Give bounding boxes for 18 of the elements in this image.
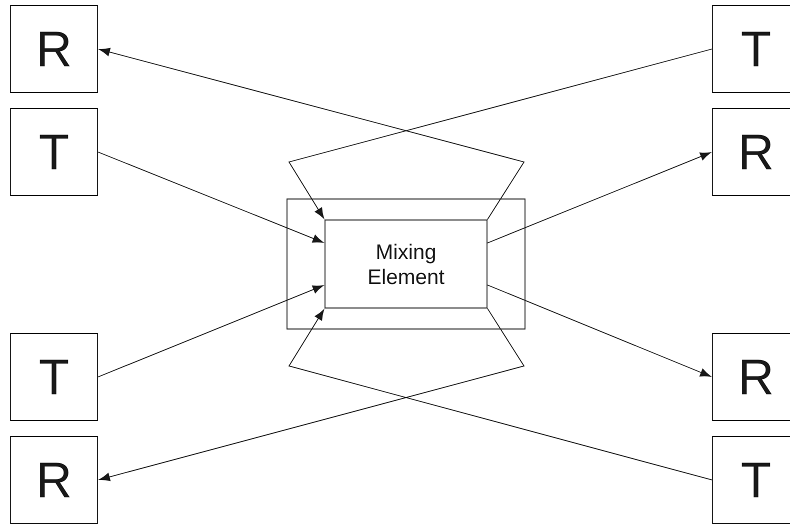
arrow bbox=[99, 308, 525, 482]
arrow bbox=[487, 152, 711, 244]
arrow bbox=[288, 310, 712, 480]
letter-box: R bbox=[712, 108, 790, 196]
arrow bbox=[99, 48, 525, 220]
letter-box: R bbox=[10, 436, 98, 524]
letter-box: R bbox=[712, 333, 790, 421]
letter-box: T bbox=[712, 5, 790, 93]
arrow bbox=[98, 152, 324, 243]
arrow bbox=[288, 48, 712, 218]
letter-box: R bbox=[10, 5, 98, 93]
letter-box: T bbox=[712, 436, 790, 524]
letter-box: T bbox=[10, 108, 98, 196]
housing-box bbox=[286, 198, 526, 330]
arrow bbox=[98, 285, 324, 378]
letter-box: T bbox=[10, 333, 98, 421]
process-box: Mixing Element bbox=[324, 220, 488, 308]
arrow bbox=[487, 284, 711, 377]
